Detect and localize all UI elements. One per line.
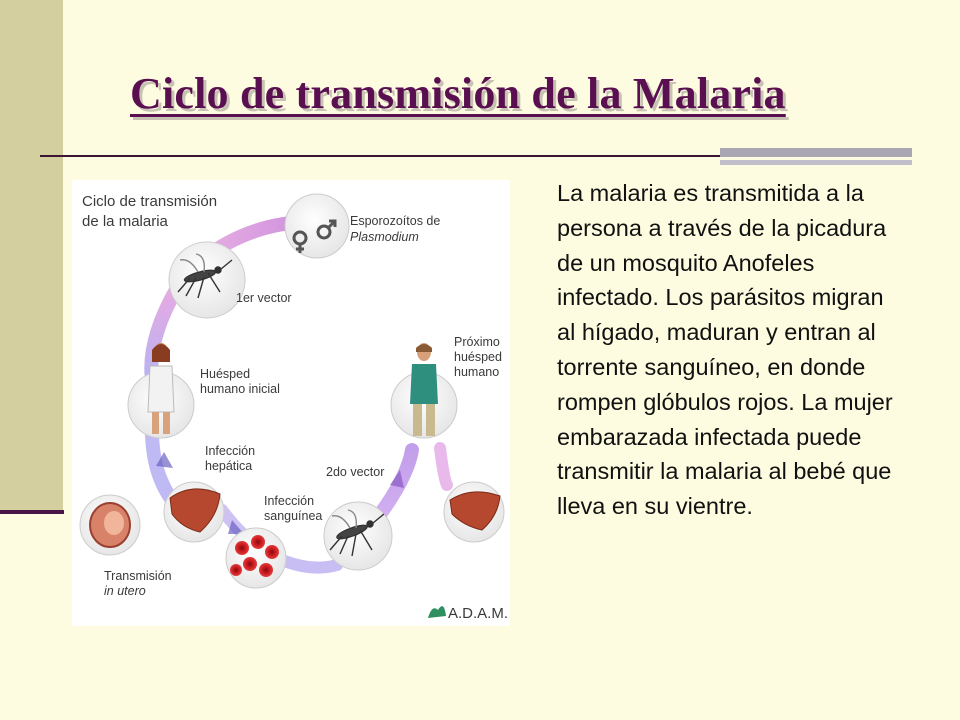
- vector1-label: 1er vector: [236, 291, 292, 305]
- cycle-arrow-icon: [390, 470, 404, 488]
- sporozoites-label-line2: Plasmodium: [350, 230, 419, 244]
- red-blood-cells-icon: [230, 535, 279, 577]
- mosquito-icon: [177, 253, 233, 299]
- cycle-band-right-low: [434, 442, 453, 491]
- diagram-title-line2: de la malaria: [82, 213, 169, 230]
- vector1-circle: [168, 241, 246, 319]
- utero-label-line1: Transmisión: [104, 569, 172, 583]
- blood-label-line1: Infección: [264, 494, 314, 508]
- sporozoites-label-line1: Esporozoítos de: [350, 214, 440, 228]
- initial-host-label-line1: Huésped: [200, 367, 250, 381]
- vector2-label: 2do vector: [326, 465, 384, 479]
- title-divider-accent-lower: [720, 160, 912, 165]
- liver-icon: [449, 491, 501, 531]
- gender-symbols-icon: [292, 219, 337, 253]
- hepatic-label-line1: Infección: [205, 444, 255, 458]
- utero-label-line2: in utero: [104, 584, 146, 598]
- next-host-label-line1: Próximo: [454, 335, 500, 349]
- sporozoites-circle: [284, 193, 350, 259]
- malaria-cycle-diagram: Ciclo de transmisión de la malaria Espor…: [72, 180, 510, 626]
- decorative-side-bar: [0, 0, 63, 512]
- next-host-label-line3: humano: [454, 365, 499, 379]
- slide-body-text: La malaria es transmitida a la persona a…: [557, 180, 893, 520]
- cycle-arrow-icon: [156, 452, 173, 468]
- next-host-label-line2: huésped: [454, 350, 502, 364]
- blood-label-line2: sanguínea: [264, 509, 322, 523]
- vector2-circle: [323, 501, 393, 571]
- title-divider-accent: [720, 148, 912, 157]
- mosquito-icon: [329, 509, 385, 557]
- woman-figure-icon: [147, 343, 175, 434]
- cycle-band-to-vector2: [276, 554, 343, 574]
- man-figure-icon: [410, 343, 438, 436]
- slide-title: Ciclo de transmisión de la Malaria: [130, 69, 786, 118]
- decorative-side-line: [0, 510, 64, 514]
- liver-icon: [169, 488, 221, 533]
- adam-logo-icon: [428, 606, 446, 618]
- adam-logo-text: A.D.A.M.: [448, 605, 508, 622]
- hepatic-label-line2: hepática: [205, 459, 252, 473]
- title-divider: [40, 155, 910, 157]
- initial-host-label-line2: humano inicial: [200, 382, 280, 396]
- diagram-title-line1: Ciclo de transmisión: [82, 193, 217, 210]
- cycle-arrow-icon: [228, 520, 244, 534]
